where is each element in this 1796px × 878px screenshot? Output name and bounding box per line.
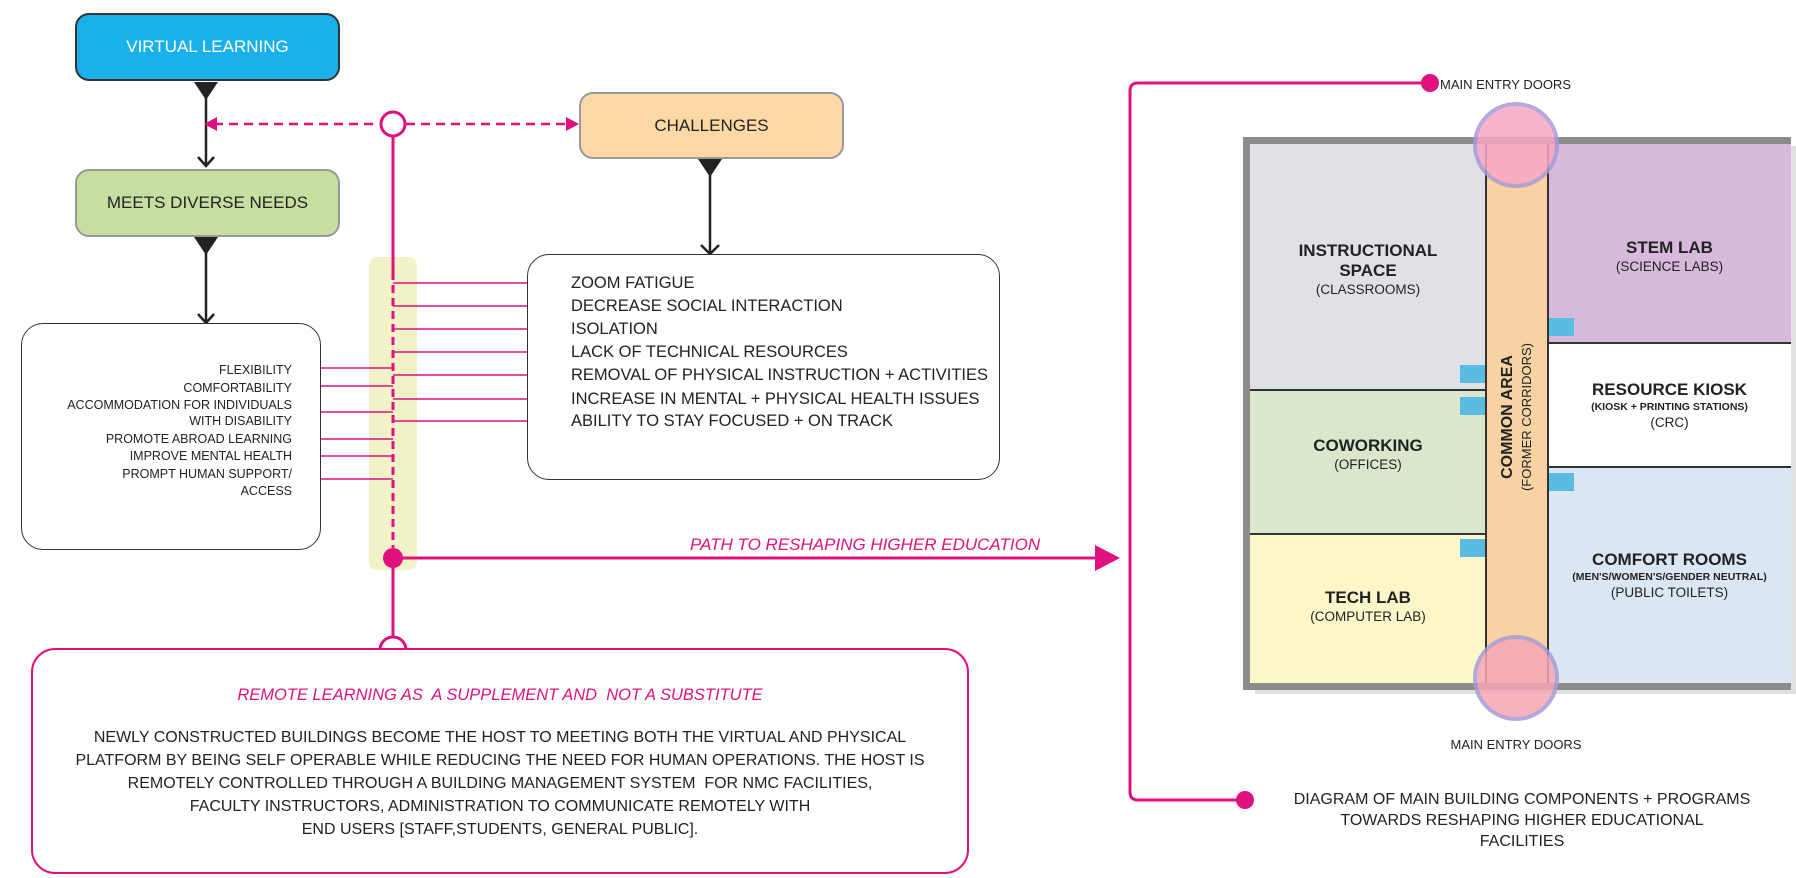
summary-line: REMOTELY CONTROLLED THROUGH A BUILDING M… xyxy=(127,775,873,792)
room-title: RESOURCE KIOSK xyxy=(1592,380,1747,399)
challenge-item: DECREASE SOCIAL INTERACTION xyxy=(571,297,843,315)
room-subtitle: (CLASSROOMS) xyxy=(1315,282,1421,297)
challenge-item: ZOOM FATIGUE xyxy=(571,274,695,292)
room-title: COMFORT ROOMS xyxy=(1592,550,1747,569)
caption-line: FACILITIES xyxy=(1479,833,1565,850)
benefit-item: IMPROVE MENTAL HEALTH xyxy=(129,449,292,463)
challenge-item: ABILITY TO STAY FOCUSED + ON TRACK xyxy=(571,412,893,430)
benefit-item: PROMOTE ABROAD LEARNING xyxy=(105,432,292,446)
meets-diverse-needs-label: MEETS DIVERSE NEEDS xyxy=(106,193,309,212)
room-subtitle: (OFFICES) xyxy=(1334,457,1402,472)
room-common-area: COMMON AREA (FORMER CORRIDORS) xyxy=(1494,307,1540,527)
summary-body: NEWLY CONSTRUCTED BUILDINGS BECOME THE H… xyxy=(31,726,969,841)
challenges-box: CHALLENGES xyxy=(579,92,844,159)
room-title: INSTRUCTIONAL xyxy=(1298,241,1438,260)
room-subtitle: (COMPUTER LAB) xyxy=(1310,609,1426,624)
main-entry-top-label: MAIN ENTRY DOORS xyxy=(1440,77,1571,92)
room-title: SPACE xyxy=(1339,261,1397,280)
challenge-item: REMOVAL OF PHYSICAL INSTRUCTION + ACTIVI… xyxy=(571,366,989,384)
path-label: PATH TO RESHAPING HIGHER EDUCATION xyxy=(690,535,1041,554)
challenge-connectors xyxy=(393,282,553,422)
room-comfort-rooms: COMFORT ROOMS (MEN'S/WOMEN'S/GENDER NEUT… xyxy=(1548,544,1791,608)
virtual-learning-box: VIRTUAL LEARNING xyxy=(75,13,340,81)
arrow-heads xyxy=(194,82,722,255)
challenge-item: ISOLATION xyxy=(571,320,658,338)
summary-heading: REMOTE LEARNING AS A SUPPLEMENT AND NOT … xyxy=(237,686,763,704)
plan-bracket xyxy=(1128,81,1430,802)
room-stem-lab: STEM LAB (SCIENCE LABS) xyxy=(1548,232,1791,282)
room-instructional-space: INSTRUCTIONAL SPACE (CLASSROOMS) xyxy=(1250,230,1486,310)
highlight-band xyxy=(369,257,417,570)
room-title: COMMON AREA xyxy=(1499,355,1516,479)
caption-line: DIAGRAM OF MAIN BUILDING COMPONENTS + PR… xyxy=(1293,791,1751,808)
room-title: TECH LAB xyxy=(1325,588,1411,607)
room-subtitle: (FORMER CORRIDORS) xyxy=(1519,342,1534,492)
summary-line: NEWLY CONSTRUCTED BUILDINGS BECOME THE H… xyxy=(93,729,907,746)
room-tech-lab: TECH LAB (COMPUTER LAB) xyxy=(1250,582,1486,632)
plan-caption: DIAGRAM OF MAIN BUILDING COMPONENTS + PR… xyxy=(1262,789,1782,852)
challenge-item: INCREASE IN MENTAL + PHYSICAL HEALTH ISS… xyxy=(571,390,980,408)
room-detail: (KIOSK + PRINTING STATIONS) xyxy=(1591,401,1748,413)
benefit-item: ACCESS xyxy=(240,484,292,498)
room-title: COWORKING xyxy=(1313,436,1423,455)
room-title: STEM LAB xyxy=(1626,238,1713,257)
benefit-item: FLEXIBILITY xyxy=(219,363,292,377)
meets-diverse-needs-box: MEETS DIVERSE NEEDS xyxy=(75,169,340,237)
room-subtitle: (PUBLIC TOILETS) xyxy=(1610,585,1729,600)
summary-line: END USERS [STAFF,STUDENTS, GENERAL PUBLI… xyxy=(301,821,699,838)
summary-box xyxy=(31,648,969,874)
benefits-box xyxy=(21,323,321,550)
benefit-item: PROMPT HUMAN SUPPORT/ xyxy=(122,467,292,481)
room-subtitle: (CRC) xyxy=(1650,415,1689,430)
challenge-item: LACK OF TECHNICAL RESOURCES xyxy=(571,343,848,361)
room-subtitle: (SCIENCE LABS) xyxy=(1615,259,1724,274)
summary-line: FACULTY INSTRUCTORS, ADMINISTRATION TO C… xyxy=(189,798,811,815)
challenges-label: CHALLENGES xyxy=(654,115,769,135)
room-coworking: COWORKING (OFFICES) xyxy=(1250,430,1486,480)
room-resource-kiosk: RESOURCE KIOSK (KIOSK + PRINTING STATION… xyxy=(1548,376,1791,436)
benefit-item: WITH DISABILITY xyxy=(189,414,292,428)
main-entry-bottom-label: MAIN ENTRY DOORS xyxy=(1450,737,1582,752)
challenges-list-box xyxy=(527,254,1000,480)
floor-plan xyxy=(1243,102,1796,721)
summary-line: PLATFORM BY BEING SELF OPERABLE WHILE RE… xyxy=(75,752,925,769)
benefit-item: ACCOMMODATION FOR INDIVIDUALS xyxy=(67,398,292,412)
room-detail: (MEN'S/WOMEN'S/GENDER NEUTRAL) xyxy=(1572,571,1767,583)
benefit-item: COMFORTABILITY xyxy=(183,381,292,395)
caption-line: TOWARDS RESHAPING HIGHER EDUCATIONAL xyxy=(1340,812,1704,829)
virtual-learning-label: VIRTUAL LEARNING xyxy=(126,37,289,56)
